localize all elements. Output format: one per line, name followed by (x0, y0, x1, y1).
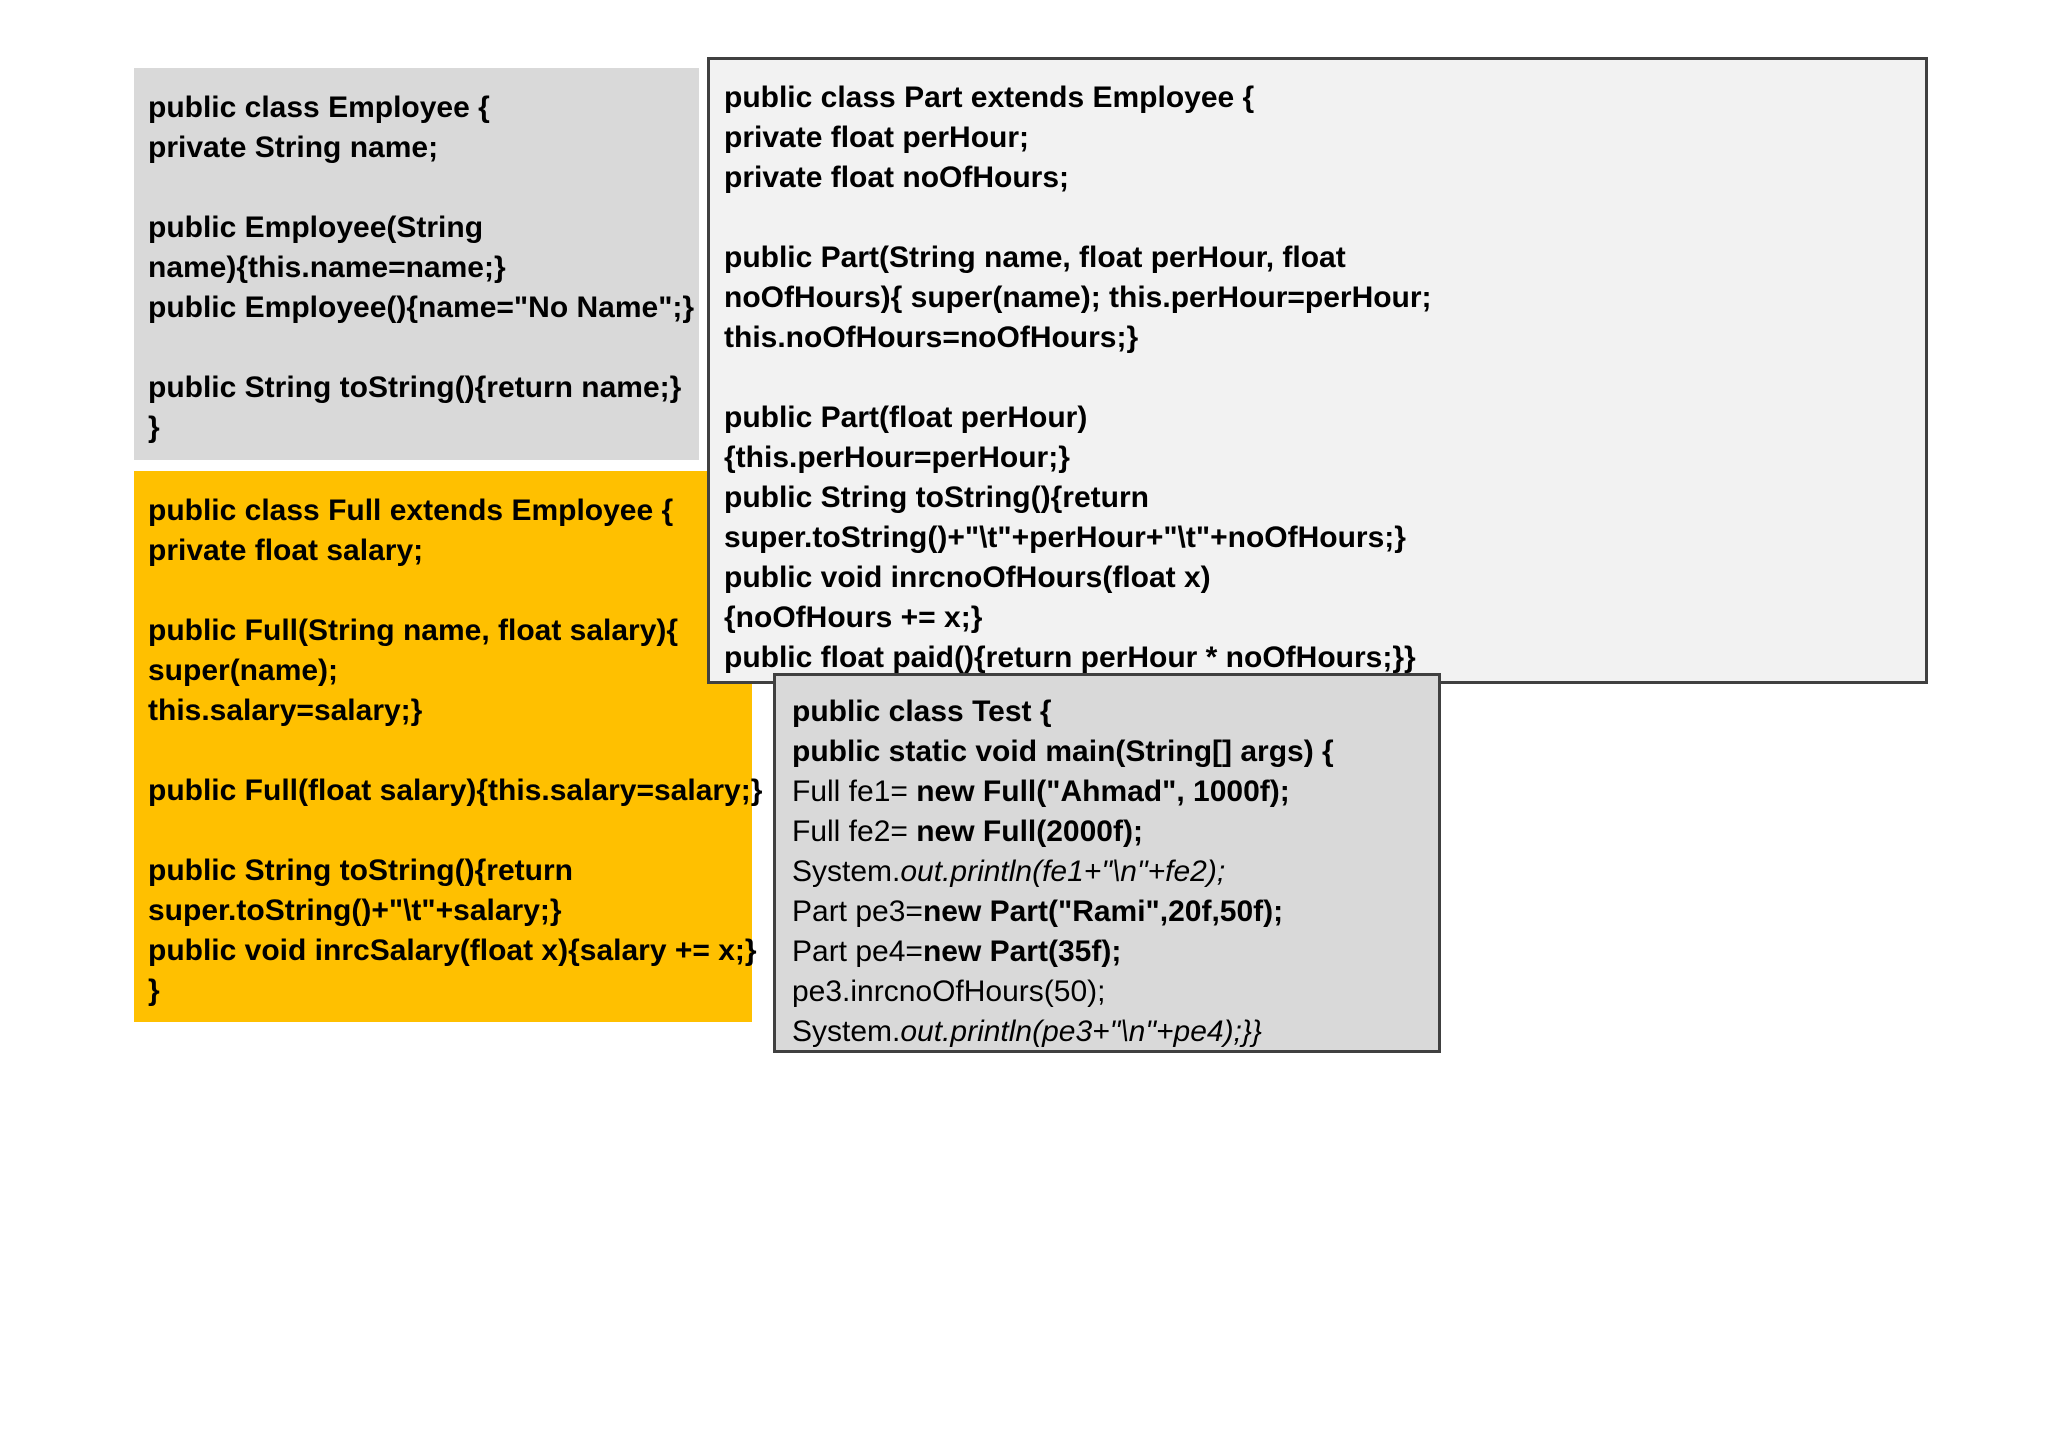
code-segment: new Full("Ahmad", 1000f); (916, 775, 1290, 808)
code-line: public Full(float salary){this.salary=sa… (148, 774, 763, 807)
code-line: pe3.inrcnoOfHours(50); (792, 972, 1438, 1012)
code-line: {noOfHours += x;} (724, 601, 983, 634)
code-line: Part pe3=new Part("Rami",20f,50f); (792, 892, 1438, 932)
code-line: public String toString(){return name;} (148, 371, 682, 404)
code-line: Full fe1= new Full("Ahmad", 1000f); (792, 772, 1438, 812)
code-line: } (148, 974, 160, 1007)
code-segment: System. (792, 1015, 901, 1048)
code-blank-line (148, 328, 699, 368)
code-line: public class Full extends Employee { (148, 494, 674, 527)
code-block-test: public class Test { public static void ma… (773, 673, 1441, 1053)
code-line: super.toString()+"\t"+salary;} (148, 894, 562, 927)
code-segment: new Part(35f); (922, 935, 1122, 968)
code-line: public Part(String name, float perHour, … (724, 241, 1346, 274)
code-block-part: public class Part extends Employee { priv… (707, 57, 1928, 684)
code-line: public void inrcnoOfHours(float x) (724, 561, 1211, 594)
code-line: public class Part extends Employee { (724, 81, 1255, 114)
code-line: System.out.println(pe3+"\n"+pe4);}} (792, 1012, 1438, 1052)
code-line: {this.perHour=perHour;} (724, 441, 1070, 474)
code-line: public String toString(){return (148, 854, 573, 887)
code-line: private float salary; (148, 534, 424, 567)
code-segment: Part pe4= (792, 935, 923, 968)
code-segment: Full fe2= (792, 815, 917, 848)
code-segment: new Full(2000f); (916, 815, 1143, 848)
code-line: name){this.name=name;} (148, 251, 506, 284)
code-line: System.out.println(fe1+"\n"+fe2); (792, 852, 1438, 892)
code-line: private String name; (148, 131, 439, 164)
code-line: public class Employee { (148, 91, 490, 124)
code-line: noOfHours){ super(name); this.perHour=pe… (724, 281, 1432, 314)
code-segment: out.println(pe3+"\n"+pe4);}} (900, 1015, 1262, 1048)
code-segment: Part pe3= (792, 895, 923, 928)
code-line: private float perHour; (724, 121, 1030, 154)
code-segment: public static void main(String[] args) { (792, 735, 1334, 768)
code-line: this.noOfHours=noOfHours;} (724, 321, 1139, 354)
code-segment: out.println(fe1+"\n"+fe2); (900, 855, 1226, 888)
code-blank-line (148, 571, 752, 611)
code-segment: public class Test { (792, 695, 1052, 728)
code-blank-line (724, 358, 1925, 398)
code-blank-line (148, 731, 752, 771)
code-blank-line (148, 811, 752, 851)
code-line: } (148, 411, 160, 444)
code-line: public Employee(String (148, 211, 484, 244)
code-line: super.toString()+"\t"+perHour+"\t"+noOfH… (724, 521, 1406, 554)
code-line: public String toString(){return (724, 481, 1149, 514)
code-line: Part pe4=new Part(35f); (792, 932, 1438, 972)
code-line: super(name); (148, 654, 339, 687)
code-line: private float noOfHours; (724, 161, 1070, 194)
code-segment: System. (792, 855, 901, 888)
code-blank-line (724, 198, 1925, 238)
code-segment: Full fe1= (792, 775, 917, 808)
code-line: this.salary=salary;} (148, 694, 423, 727)
code-line: public Employee(){name="No Name";} (148, 291, 695, 324)
code-block-full: public class Full extends Employee { priv… (134, 471, 763, 1022)
code-line: public class Test { (792, 692, 1438, 732)
code-line: public static void main(String[] args) { (792, 732, 1438, 772)
code-line: Full fe2= new Full(2000f); (792, 812, 1438, 852)
code-line: public Part(float perHour) (724, 401, 1088, 434)
code-blank-line (148, 168, 699, 208)
code-segment: new Part("Rami",20f,50f); (922, 895, 1284, 928)
code-line: public Full(String name, float salary){ (148, 614, 679, 647)
code-segment: pe3.inrcnoOfHours(50); (792, 975, 1106, 1008)
code-line: public float paid(){return perHour * noO… (724, 641, 1416, 674)
code-block-employee: public class Employee { private String na… (134, 68, 699, 460)
code-line: public void inrcSalary(float x){salary +… (148, 934, 757, 967)
